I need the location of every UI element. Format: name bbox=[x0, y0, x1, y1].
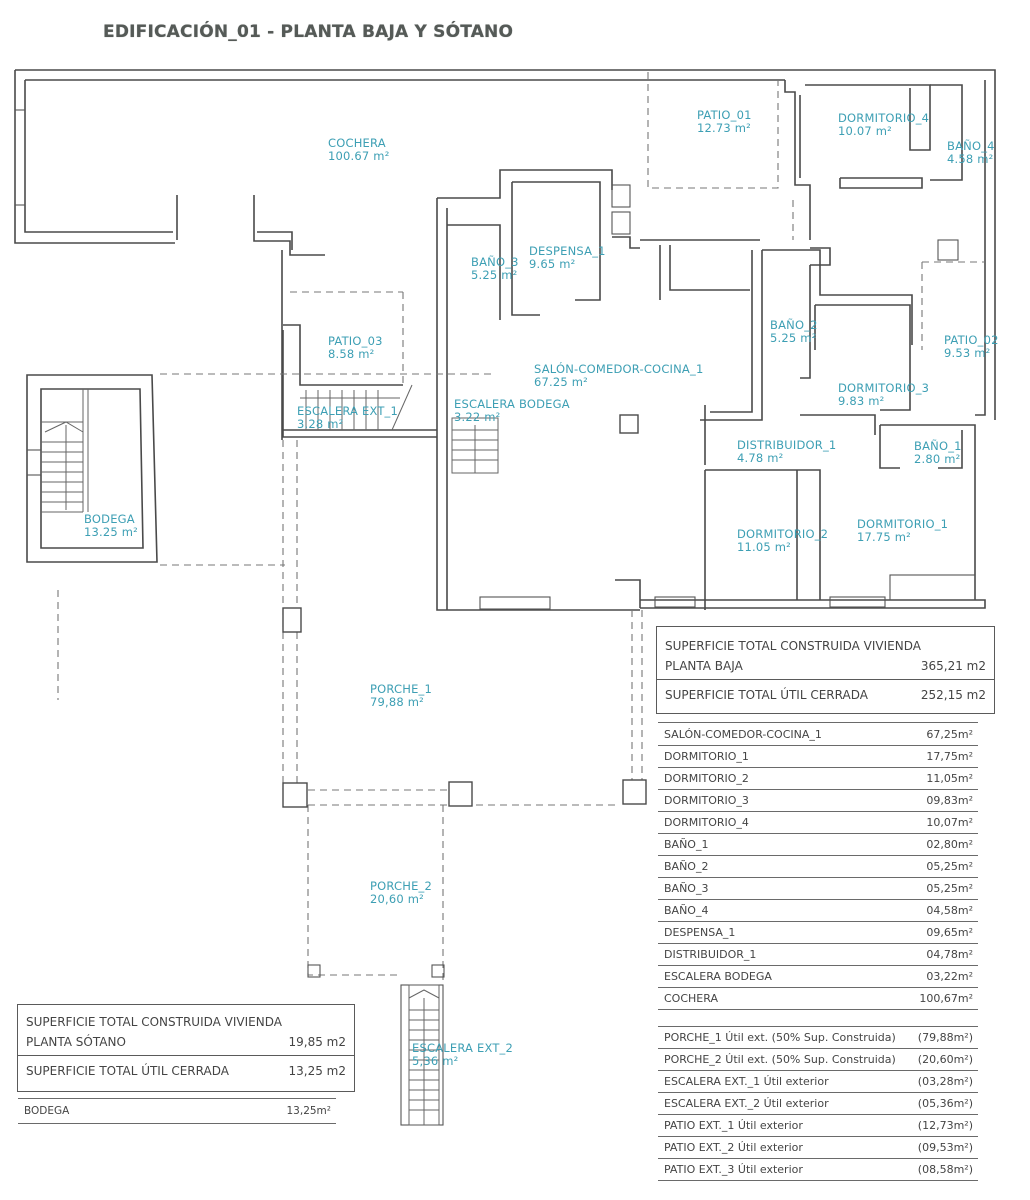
summary-util-value: 252,15 m2 bbox=[920, 688, 986, 702]
walls bbox=[14, 69, 996, 611]
table-row: PATIO EXT._3 Útil exterior(08,58m²) bbox=[658, 1159, 978, 1181]
table-row: ESCALERA EXT._2 Útil exterior(05,36m²) bbox=[658, 1093, 978, 1115]
escalera-bodega-stair bbox=[452, 425, 498, 473]
table-row: PATIO EXT._2 Útil exterior(09,53m²) bbox=[658, 1137, 978, 1159]
summary-heading: SUPERFICIE TOTAL CONSTRUIDA VIVIENDA bbox=[26, 1015, 282, 1029]
summary-util-value: 13,25 m2 bbox=[288, 1064, 347, 1078]
porch-pillars bbox=[282, 607, 647, 978]
summary-heading: SUPERFICIE TOTAL CONSTRUIDA VIVIENDA bbox=[665, 639, 921, 653]
table-row: PORCHE_1 Útil ext. (50% Sup. Construida)… bbox=[658, 1026, 978, 1049]
table-row: ESCALERA EXT._1 Útil exterior(03,28m²) bbox=[658, 1071, 978, 1093]
escalera-ext-1-stair bbox=[300, 384, 413, 431]
planta-baja-exterior-table: PORCHE_1 Útil ext. (50% Sup. Construida)… bbox=[658, 1026, 978, 1181]
escalera-ext-2-stair bbox=[400, 984, 444, 1126]
planta-baja-summary-box: SUPERFICIE TOTAL CONSTRUIDA VIVIENDA PLA… bbox=[656, 626, 995, 714]
summary-construida-value: 365,21 m2 bbox=[920, 659, 986, 673]
summary-floor-label: PLANTA SÓTANO bbox=[26, 1035, 126, 1049]
plan-title: EDIFICACIÓN_01 - PLANTA BAJA Y SÓTANO bbox=[103, 22, 514, 42]
planta-sotano-summary-box: SUPERFICIE TOTAL CONSTRUIDA VIVIENDA PLA… bbox=[17, 1004, 355, 1092]
summary-construida-value: 19,85 m2 bbox=[288, 1035, 347, 1049]
summary-util-label: SUPERFICIE TOTAL ÚTIL CERRADA bbox=[26, 1064, 229, 1078]
table-row: PORCHE_2 Útil ext. (50% Sup. Construida)… bbox=[658, 1049, 978, 1071]
table-row: PATIO EXT._1 Útil exterior(12,73m²) bbox=[658, 1115, 978, 1137]
summary-floor-label: PLANTA BAJA bbox=[665, 659, 743, 673]
summary-util-label: SUPERFICIE TOTAL ÚTIL CERRADA bbox=[665, 688, 868, 702]
bodega-stair bbox=[41, 389, 89, 513]
